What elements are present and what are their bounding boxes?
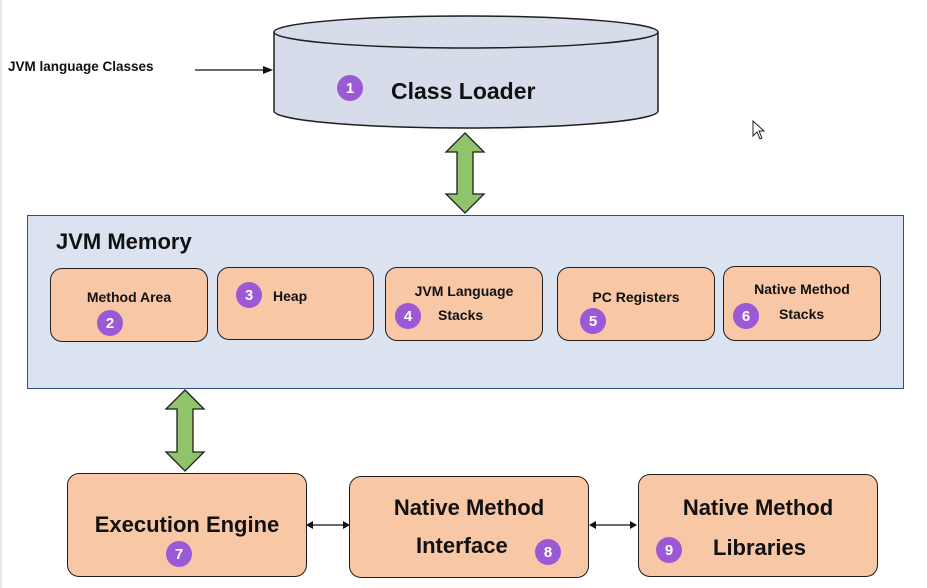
loader-memory-double-arrow [444,132,486,214]
execution-engine-badge: 7 [166,541,192,567]
native-method-interface-box: Native Method Interface [349,476,589,578]
pc-registers-label: PC Registers [592,289,680,305]
native-method-interface-badge: 8 [535,539,561,565]
native-method-libraries-badge: 9 [656,537,682,563]
jvm-memory-title: JVM Memory [56,229,192,254]
class-loader-badge: 1 [337,75,363,101]
method-area-badge: 2 [97,310,123,336]
native-method-libraries-box: Native Method Libraries [638,474,878,577]
native-method-interface-line1: Native Method [393,495,545,520]
memory-engine-double-arrow [164,389,206,472]
execution-engine-label: Execution Engine [94,512,280,537]
heap-label: Heap [273,288,308,304]
method-area-box: Method Area [50,268,208,342]
class-loader-label: Class Loader [391,78,536,104]
mouse-pointer-icon [752,120,766,140]
native-method-libraries-line2: Libraries [713,535,806,560]
native-method-interface-line2: Interface [416,533,508,558]
input-arrow [195,66,273,74]
native-method-stacks-line1: Native Method [754,281,850,297]
native-method-libraries-line1: Native Method [682,495,834,520]
jvm-language-stacks-line1: JVM Language [414,283,514,299]
heap-badge: 3 [236,282,262,308]
pc-registers-box: PC Registers [557,267,715,341]
method-area-label: Method Area [86,289,172,305]
engine-interface-arrow [306,521,350,529]
interface-libraries-arrow [589,521,637,529]
jvm-language-stacks-badge: 4 [395,303,421,329]
native-method-stacks-line2: Stacks [779,306,825,322]
left-edge-line [0,0,2,588]
input-label: JVM language Classes [8,59,154,74]
native-method-stacks-badge: 6 [733,303,759,329]
jvm-language-stacks-line2: Stacks [438,307,484,323]
pc-registers-badge: 5 [580,308,606,334]
class-loader-cylinder [273,15,659,129]
